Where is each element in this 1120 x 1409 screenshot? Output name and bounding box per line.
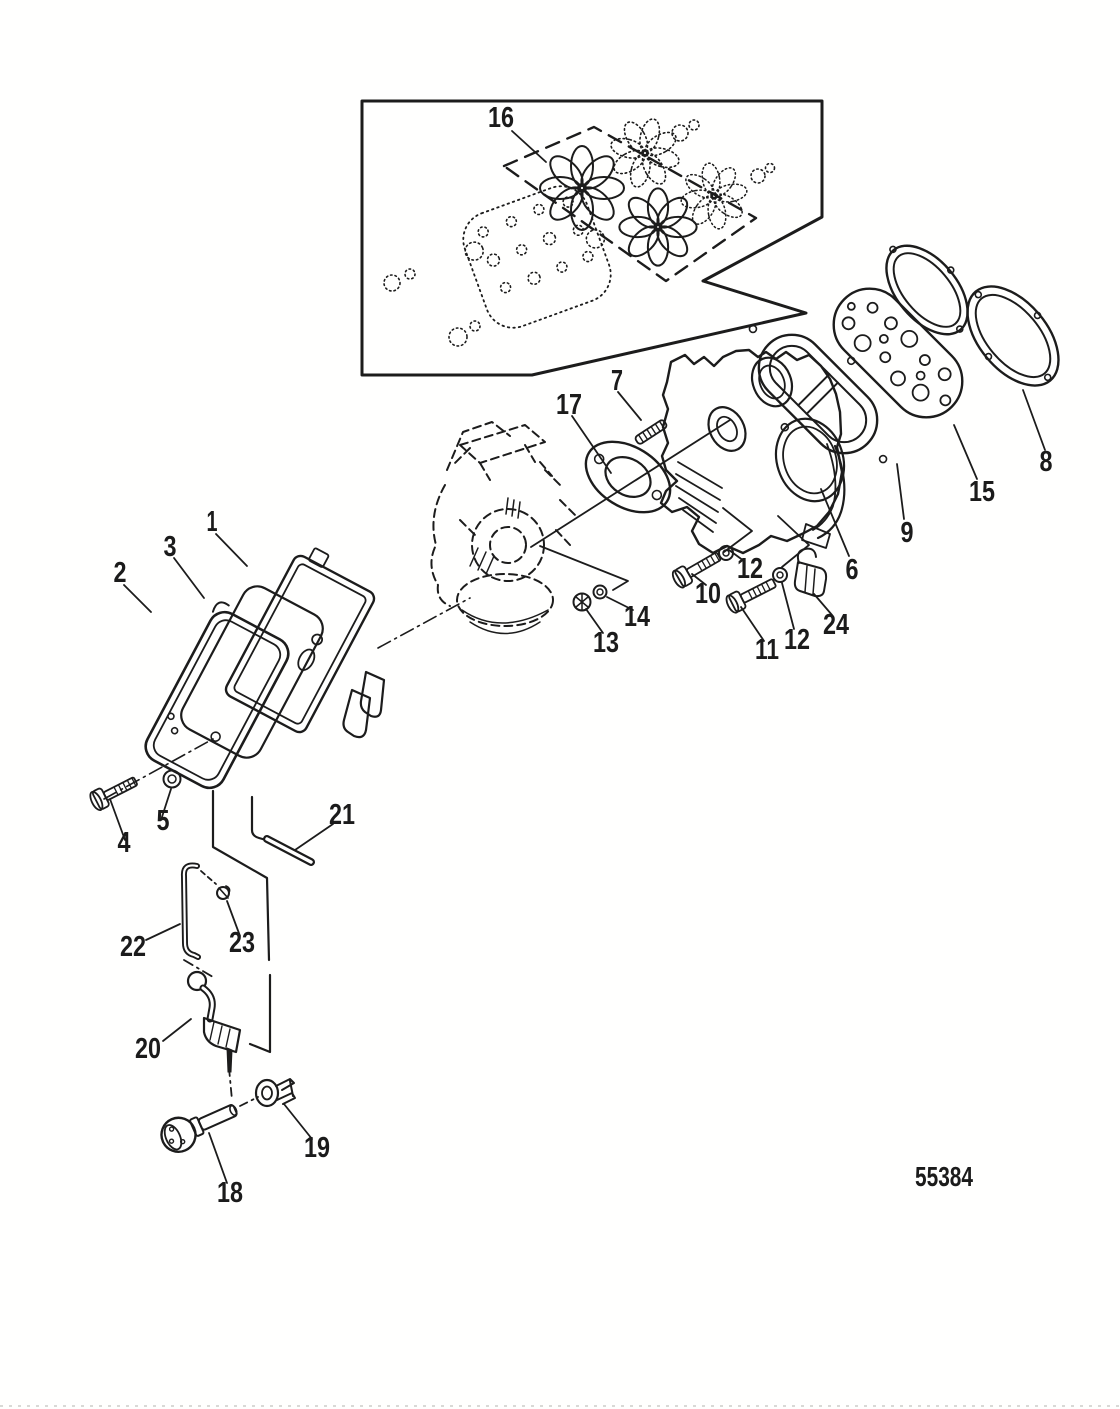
bolt-11	[725, 578, 777, 614]
callout-20: 20	[135, 1033, 161, 1065]
carburetor-phantom	[430, 421, 576, 627]
callout-16: 16	[488, 102, 514, 134]
washer-12-upper	[718, 545, 734, 561]
callout-15: 15	[969, 476, 995, 508]
callout-12-upper: 12	[737, 553, 763, 585]
gasket-9	[748, 324, 888, 464]
link-rod-22	[180, 862, 201, 960]
stud-7	[634, 419, 668, 445]
callout-4: 4	[118, 827, 131, 859]
plate-15	[832, 287, 964, 419]
callout-2: 2	[114, 557, 127, 589]
washer-5	[162, 769, 182, 789]
plate-1-bracket-feet	[342, 670, 386, 739]
reed-screws-dotted	[383, 119, 776, 347]
callout-7: 7	[611, 365, 623, 397]
leader-lines	[109, 130, 1046, 1184]
alignment-line-carb-to-housing	[530, 419, 731, 548]
dash-rod-to-lever	[183, 959, 214, 978]
callout-21: 21	[329, 799, 355, 831]
clip-23	[216, 885, 231, 900]
centerline-bolt4	[103, 738, 214, 800]
callout-10: 10	[695, 578, 721, 610]
housing-ribs	[675, 461, 723, 533]
housing-flange-arc	[816, 444, 846, 540]
reed-valve-flower-2	[618, 187, 698, 267]
grommet-19	[254, 1078, 296, 1108]
bolt-4	[89, 776, 138, 812]
callout-19: 19	[304, 1132, 330, 1164]
reed-flower-dotted-2	[680, 162, 748, 230]
detail-inset-box	[360, 99, 824, 377]
bracket-band	[211, 789, 272, 1054]
cover-2	[144, 601, 290, 790]
reed-valve-flower-1	[539, 145, 625, 231]
callout-9: 9	[901, 517, 914, 549]
callout-17: 17	[556, 389, 582, 421]
callout-3: 3	[164, 531, 177, 563]
callout-11: 11	[755, 634, 779, 666]
figure-number: 55384	[915, 1161, 973, 1192]
gasket-17	[584, 440, 672, 514]
washer-14	[592, 584, 608, 600]
association-leaders	[539, 507, 810, 591]
dash-rod-to-clip	[200, 870, 217, 885]
callout-8: 8	[1040, 446, 1053, 478]
callout-5: 5	[157, 805, 170, 837]
nut-13	[572, 592, 592, 612]
gasket-8	[966, 285, 1060, 387]
reed-plate-dashed-outline	[502, 125, 758, 283]
washer-12-lower	[772, 567, 788, 583]
carb-mount-bore	[707, 406, 747, 452]
callout-18: 18	[217, 1177, 243, 1209]
retainer-24	[793, 547, 828, 598]
lever-20	[186, 970, 242, 1073]
pin-21	[263, 835, 315, 866]
dash-lever-to-knob	[228, 1067, 233, 1101]
dash-knob-to-grommet	[239, 1096, 259, 1107]
carburetor-hatching	[461, 497, 549, 635]
callout-23: 23	[229, 927, 255, 959]
housing-6	[659, 348, 846, 555]
plate-1	[224, 547, 376, 734]
callout-24: 24	[823, 609, 849, 641]
reed-flower-dotted-1	[610, 118, 680, 188]
callout-1: 1	[207, 506, 218, 538]
knob-18	[160, 1104, 238, 1153]
callout-12-lower: 12	[784, 624, 810, 656]
callout-13: 13	[593, 627, 619, 659]
callout-labels: 16 7 17 8 15 9 6 12 10 14 13 11 12 24 1 …	[114, 102, 1053, 1209]
bolt-10	[671, 551, 722, 589]
callout-14: 14	[624, 601, 650, 633]
callout-6: 6	[846, 554, 859, 586]
callout-22: 22	[120, 931, 146, 963]
centerline-plate-to-carb	[377, 597, 471, 649]
reed-block-dotted-plate	[462, 185, 612, 329]
gasket-3	[180, 585, 324, 759]
